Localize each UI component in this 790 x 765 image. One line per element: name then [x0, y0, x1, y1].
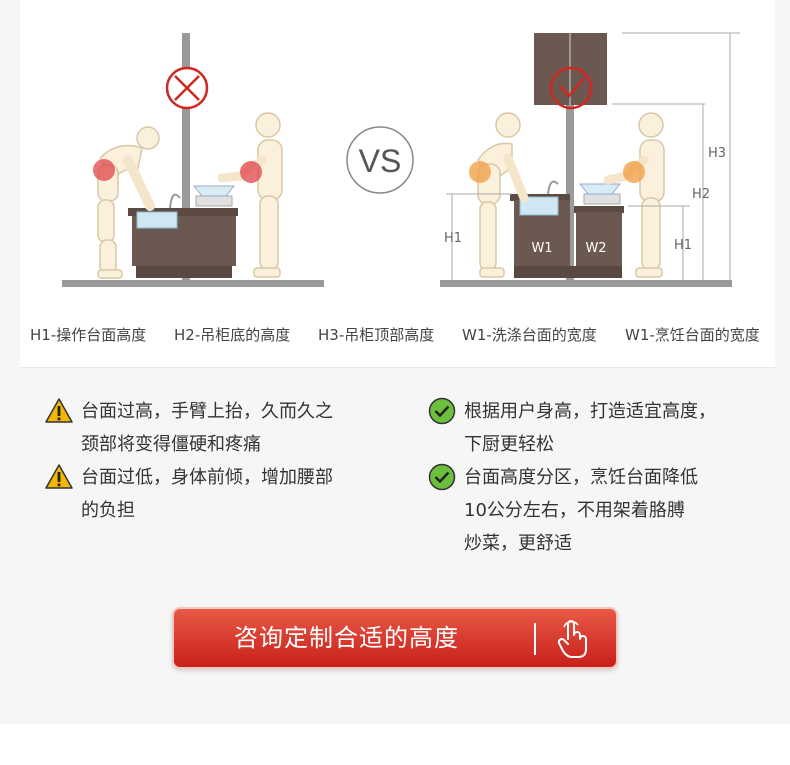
warning-icon [45, 398, 73, 423]
caption-h1: H1-操作台面高度 [30, 326, 147, 344]
comfort-spot-2 [623, 161, 645, 183]
svg-text:H2: H2 [692, 187, 710, 202]
button-divider [534, 623, 536, 655]
pain-spot-shoulder [240, 161, 262, 183]
wok-left [192, 185, 236, 197]
caption-h3: H3-吊柜顶部高度 [318, 326, 435, 344]
ok-note-zoning: 台面高度分区，烹饪台面降低 10公分左右，不用架着胳膊 炒菜，更舒适 [428, 461, 698, 560]
vs-badge: VS [346, 126, 414, 194]
bottom-spacer [0, 724, 790, 765]
check-icon [428, 463, 456, 491]
svg-text:H1: H1 [674, 238, 692, 253]
right-scene: W1 W2 [440, 32, 740, 287]
kitchen-height-diagram: VS W1 W2 [62, 32, 740, 287]
sink-left [136, 211, 178, 229]
tap-hand-icon [558, 620, 587, 658]
cook-counter [574, 206, 624, 213]
left-scene [62, 33, 324, 287]
ok-note-zoning-line2: 10公分左右，不用架着胳膊 [464, 500, 685, 521]
cook-cabinet [576, 212, 622, 266]
warning-note-low-line2: 的负担 [81, 500, 135, 521]
pain-spot-back [93, 159, 115, 181]
warning-icon [45, 464, 73, 489]
dimension-lines [446, 32, 740, 280]
ok-note-height: 根据用户身高，打造适宜高度， 下厨更轻松 [428, 395, 716, 461]
floor-left [62, 280, 324, 287]
warning-note-low-line1: 台面过低，身体前倾，增加腰部 [81, 467, 333, 488]
floor-right [440, 280, 732, 287]
caption-h2: H2-吊柜底的高度 [174, 326, 291, 344]
countertop-left [128, 208, 238, 216]
svg-text:W2: W2 [585, 241, 606, 256]
caption-w1-cook: W1-烹饪台面的宽度 [625, 326, 760, 344]
divider-pole-left [182, 33, 190, 280]
ok-note-height-line1: 根据用户身高，打造适宜高度， [464, 401, 716, 422]
svg-text:VS: VS [359, 143, 402, 179]
comfort-spot-1 [469, 161, 491, 183]
svg-text:H1: H1 [444, 231, 462, 246]
divider-pole-right [566, 33, 574, 280]
svg-text:H3: H3 [708, 146, 726, 161]
warning-note-high: 台面过高，手臂上抬，久而久之 颈部将变得僵硬和疼痛 [45, 395, 333, 461]
consult-height-button[interactable]: 咨询定制合适的高度 [172, 607, 618, 669]
correct-icon [549, 66, 593, 110]
wrong-icon [165, 66, 209, 110]
caption-w1-wash: W1-洗涤台面的宽度 [462, 326, 597, 344]
warning-note-high-line2: 颈部将变得僵硬和疼痛 [81, 434, 261, 455]
warning-note-high-line1: 台面过高，手臂上抬，久而久之 [81, 401, 333, 422]
warning-note-low: 台面过低，身体前倾，增加腰部 的负担 [45, 461, 333, 527]
ok-note-zoning-line3: 炒菜，更舒适 [464, 533, 572, 554]
legend-captions: H1-操作台面高度 H2-吊柜底的高度 H3-吊柜顶部高度 W1-洗涤台面的宽度… [0, 324, 790, 348]
ok-note-zoning-line1: 台面高度分区，烹饪台面降低 [464, 467, 698, 488]
svg-text:W1: W1 [531, 241, 552, 256]
ok-note-height-line2: 下厨更轻松 [464, 434, 554, 455]
consult-height-label: 咨询定制合适的高度 [234, 624, 459, 652]
check-icon [428, 397, 456, 425]
